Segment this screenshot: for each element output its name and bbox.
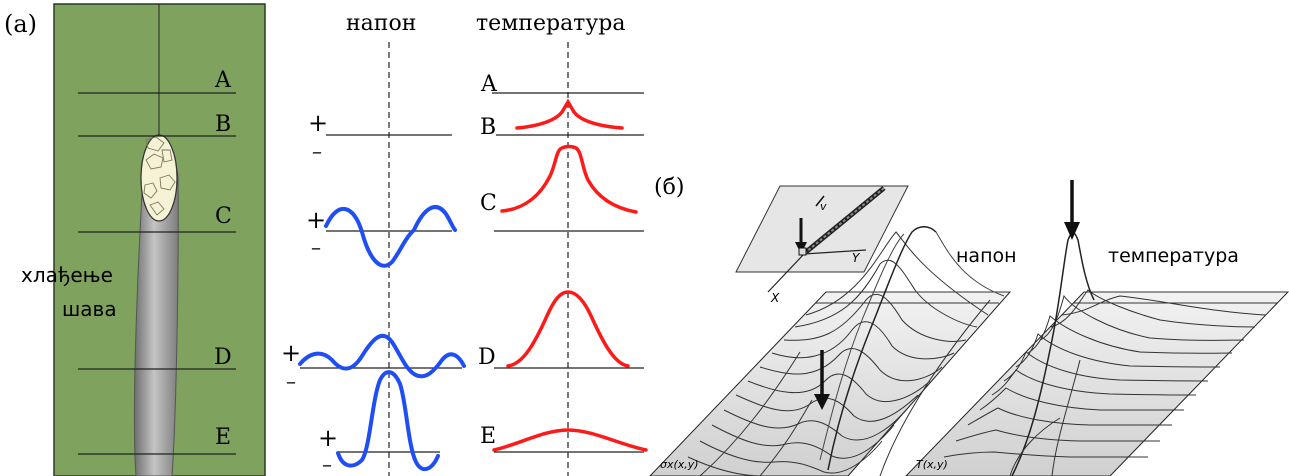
section-letter-a: A: [214, 68, 232, 93]
stress-surface-label: σx(x,y): [660, 458, 699, 471]
stress-curve-d: [298, 334, 466, 379]
temp-curve-c: [500, 144, 638, 214]
temperature-column-title: температура: [476, 11, 626, 36]
temp-letter-d: D: [478, 345, 496, 370]
panel-b-temperature-label: температура: [1108, 245, 1239, 267]
stress-plus-e: +: [318, 424, 338, 452]
axis-x-label: X: [770, 291, 780, 305]
molten-pool: [140, 134, 178, 222]
axis-v-label: v: [820, 200, 827, 213]
stress-surface: σx(x,y): [649, 226, 1012, 476]
temp-letter-a: A: [480, 72, 498, 97]
temp-letter-b: B: [480, 115, 496, 140]
inset-plate: v Y X: [735, 185, 909, 305]
stress-column: напон + – + – + – + –: [281, 11, 466, 476]
panel-b-stress-label: напон: [956, 245, 1017, 267]
section-letter-c: C: [215, 204, 232, 229]
stress-plus-d: +: [281, 339, 301, 367]
temperature-surface-label: T(x,y): [916, 458, 948, 471]
panel-b-label: (б): [654, 175, 684, 200]
temp-curve-e: [492, 428, 648, 452]
stress-curve-e: [336, 370, 440, 472]
panel-a-label: (a): [4, 10, 37, 38]
stress-column-title: напон: [346, 11, 416, 36]
temp-letter-c: C: [480, 191, 497, 216]
section-letter-d: D: [214, 345, 232, 370]
section-letter-e: E: [215, 425, 231, 450]
section-letter-b: B: [215, 112, 231, 137]
stress-curve-c: [324, 205, 457, 268]
stress-plus-b: +: [308, 109, 328, 137]
axis-y-label: Y: [852, 251, 861, 265]
temperature-surface: T(x,y): [905, 180, 1289, 476]
axis-y-line: [803, 249, 867, 255]
temperature-surface-arrow-head: [1064, 222, 1080, 240]
stress-plus-c: +: [306, 206, 326, 234]
panel-b: (б) v Y X: [649, 175, 1289, 476]
temp-curve-b: [515, 98, 624, 130]
panel-a: (a) A B C D E хлађење шава: [4, 3, 266, 476]
stress-minus-b: –: [312, 139, 322, 163]
stress-minus-c: –: [311, 235, 321, 259]
cooling-label-line2: шава: [62, 297, 117, 321]
stress-minus-d: –: [286, 369, 296, 393]
temp-curve-d: [506, 290, 630, 368]
cooling-label-line1: хлађење: [21, 263, 113, 287]
temp-letter-e: E: [480, 424, 496, 449]
temperature-column: температура A B C D E: [476, 11, 648, 476]
stress-minus-e: –: [322, 452, 332, 476]
stress-surface-arrow-head: [814, 394, 830, 410]
axis-x-line: [767, 253, 805, 293]
